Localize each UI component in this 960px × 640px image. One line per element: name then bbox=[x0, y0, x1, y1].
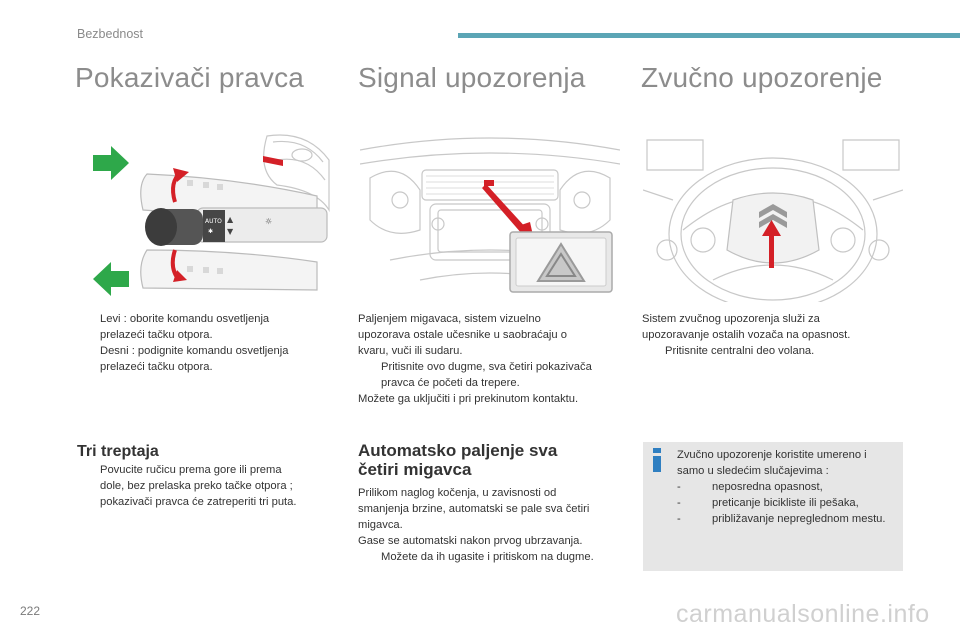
list-item: - približavanje nepreglednom mestu. bbox=[677, 513, 886, 525]
info-box-text: Zvučno upozorenje koristite umereno i sa… bbox=[677, 447, 899, 527]
list-item: Levi : oborite komandu osvetljenja prela… bbox=[100, 313, 270, 341]
section-accent-bar bbox=[458, 33, 960, 38]
hazard-instructions: Paljenjem migavaca, sistem vizuelno upoz… bbox=[358, 311, 626, 407]
list-item: - preticanje bicikliste ili pešaka, bbox=[677, 497, 859, 509]
info-box bbox=[643, 442, 903, 571]
list-item: Pritisnite ovo dugme, sva četiri pokaziv… bbox=[381, 361, 592, 389]
right-arrow-icon bbox=[93, 146, 129, 180]
section-label: Bezbednost bbox=[77, 27, 144, 41]
left-arrow-icon bbox=[93, 262, 129, 296]
svg-text:✱: ✱ bbox=[208, 228, 213, 235]
title-hazard-warning: Signal upozorenja bbox=[358, 62, 586, 93]
hazard-note: Možete ga uključiti i pri prekinutom kon… bbox=[358, 393, 579, 405]
list-item: Možete da ih ugasite i pritiskom na dugm… bbox=[381, 551, 594, 563]
svg-text:AUTO: AUTO bbox=[205, 218, 222, 225]
three-blinks-instructions: Povucite ručicu prema gore ili prema dol… bbox=[77, 462, 337, 510]
subheading-three-blinks: Tri treptaja bbox=[77, 443, 159, 460]
watermark: carmanualsonline.info bbox=[676, 600, 930, 628]
subheading-auto-hazard: Automatsko paljenje sva četiri migavca bbox=[358, 441, 558, 479]
page-number: 222 bbox=[20, 604, 41, 618]
list-item: - neposredna opasnost, bbox=[677, 481, 823, 493]
title-horn: Zvučno upozorenje bbox=[641, 62, 883, 93]
turn-signal-instructions: Levi : oborite komandu osvetljenja prela… bbox=[77, 311, 337, 375]
svg-text:▼: ▼ bbox=[227, 227, 234, 236]
svg-text:▲: ▲ bbox=[227, 215, 234, 224]
horn-instructions: Sistem zvučnog upozorenja služi za upozo… bbox=[642, 311, 904, 359]
list-item: Povucite ručicu prema gore ili prema dol… bbox=[100, 464, 297, 508]
turn-signal-stalk-icon: AUTO ✱ ▲ ▼ ☼ bbox=[140, 134, 330, 291]
svg-text:☼: ☼ bbox=[265, 217, 272, 226]
list-item: Desni : podignite komandu osvetljenja pr… bbox=[100, 345, 289, 373]
auto-hazard-instructions: Prilikom naglog kočenja, u zavisnosti od… bbox=[358, 485, 626, 565]
hazard-warning-icon bbox=[360, 137, 620, 293]
info-icon bbox=[653, 448, 661, 472]
list-item: Pritisnite centralni deo volana. bbox=[665, 345, 815, 357]
title-turn-signals: Pokazivači pravca bbox=[75, 62, 305, 93]
steering-wheel-horn-icon bbox=[643, 139, 903, 302]
